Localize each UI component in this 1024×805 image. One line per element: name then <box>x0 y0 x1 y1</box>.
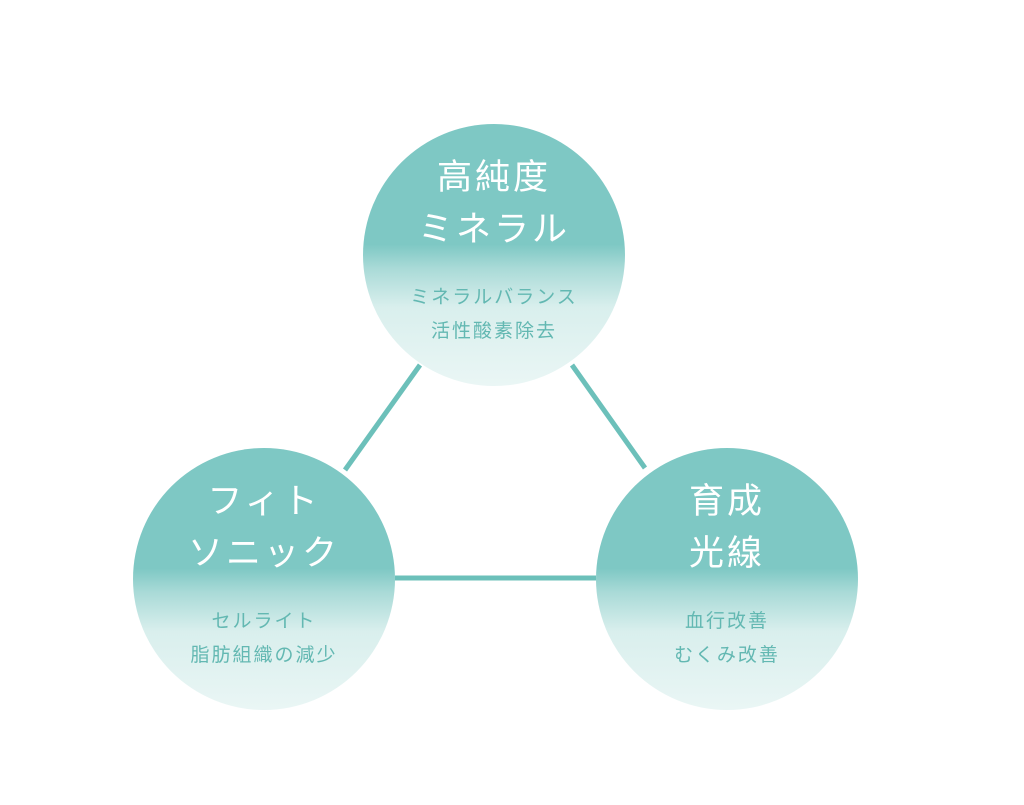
node-description-line: 血行改善 <box>684 610 769 632</box>
node-title-line: 光線 <box>688 534 765 574</box>
node-phyto-sonic: フィト ソニック セルライト 脂肪組織の減少 <box>133 448 395 710</box>
node-high-purity-mineral: 高純度 ミネラル ミネラルバランス 活性酸素除去 <box>363 124 625 386</box>
connector-top-right <box>569 363 648 470</box>
node-title-line: フィト <box>207 482 321 522</box>
node-title: 高純度 ミネラル <box>363 152 625 256</box>
node-description: 血行改善 むくみ改善 <box>596 604 858 672</box>
node-growth-light: 育成 光線 血行改善 むくみ改善 <box>596 448 858 710</box>
node-description-line: 脂肪組織の減少 <box>190 644 338 666</box>
node-description-line: セルライト <box>211 610 317 632</box>
node-title: 育成 光線 <box>596 476 858 580</box>
node-title-line: 高純度 <box>436 158 551 198</box>
node-description: ミネラルバランス 活性酸素除去 <box>363 280 625 348</box>
node-title-line: ミネラル <box>417 210 570 250</box>
node-description-line: むくみ改善 <box>674 644 780 666</box>
node-description-line: ミネラルバランス <box>410 286 578 308</box>
node-title: フィト ソニック <box>133 476 395 580</box>
node-title-line: 育成 <box>688 482 765 522</box>
node-title-line: ソニック <box>187 534 340 574</box>
node-description-line: 活性酸素除去 <box>430 320 557 342</box>
node-description: セルライト 脂肪組織の減少 <box>133 604 395 672</box>
connector-top-left <box>342 363 423 472</box>
